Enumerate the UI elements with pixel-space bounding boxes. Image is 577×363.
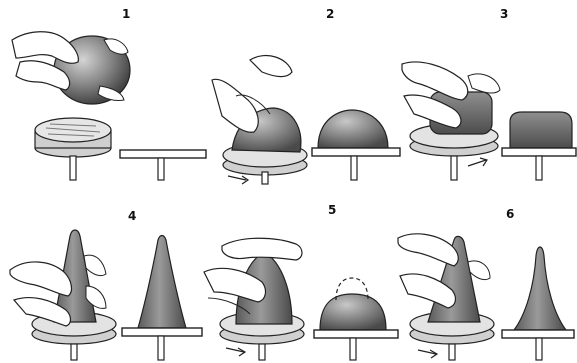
step-number: 1 <box>122 7 130 21</box>
step-5-panel: 5 <box>204 203 398 360</box>
hands-coning-up-clay-again-illustration <box>398 234 494 360</box>
empty-wheel-profile <box>120 150 206 180</box>
dome-profile <box>312 110 400 180</box>
pottery-wheel-with-bat <box>35 118 111 180</box>
tall-cone-profile <box>502 247 574 360</box>
hands-shaping-clay-block-illustration <box>402 62 500 180</box>
step-number: 5 <box>328 203 336 217</box>
block-profile <box>502 112 576 180</box>
step-number: 6 <box>506 207 514 221</box>
step-number: 3 <box>500 7 508 21</box>
step-4-panel: 4 <box>10 209 202 360</box>
step-6-panel: 6 <box>398 207 574 360</box>
step-3-panel: 3 <box>402 7 576 180</box>
hands-pressing-down-clay-illustration <box>204 238 304 360</box>
tall-cone-profile <box>122 236 202 361</box>
hands-pressing-clay-on-wheel-illustration <box>212 56 307 184</box>
step-2-panel: 2 <box>212 7 400 184</box>
step-number: 2 <box>326 7 334 21</box>
step-number: 4 <box>128 209 136 223</box>
hands-holding-clay-ball-illustration <box>12 32 130 104</box>
hands-coning-up-clay-illustration <box>10 230 116 360</box>
step-1-panel: 1 <box>12 7 206 180</box>
squat-dome-profile-with-dashed-outline <box>314 278 398 360</box>
